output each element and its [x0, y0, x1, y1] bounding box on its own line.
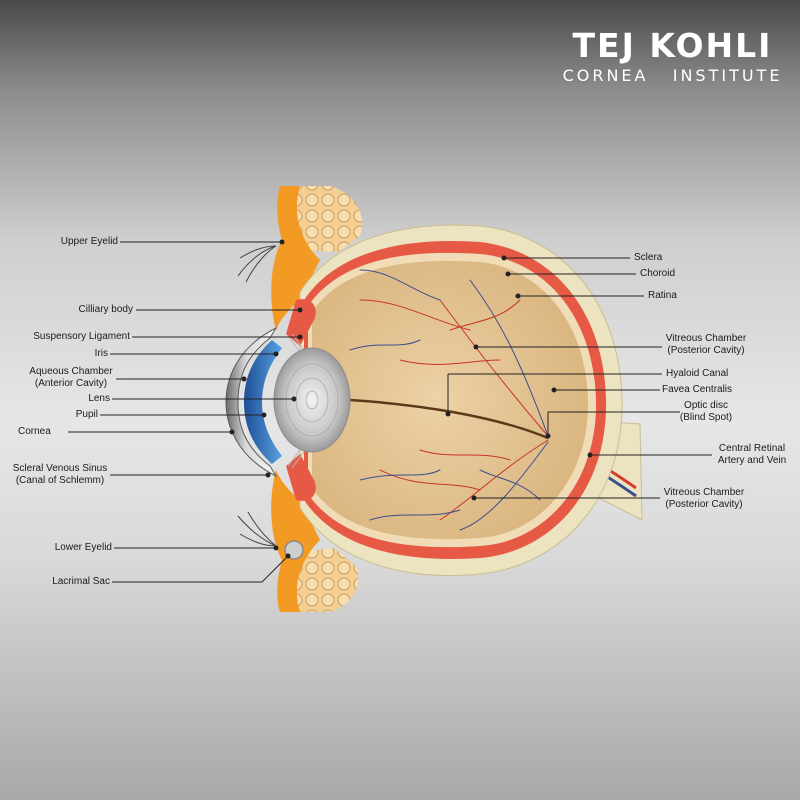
upper-orbital-bone — [285, 186, 363, 252]
upper-eyelid-shape — [271, 186, 320, 330]
label-scleral-venous-sinus-sub: (Canal of Schlemm) — [15, 475, 105, 486]
label-scleral-venous-sinus: Scleral Venous Sinus — [12, 463, 108, 474]
label-suspensory-ligament: Suspensory Ligament — [33, 331, 130, 342]
hyaloid-canal-shape — [311, 396, 549, 440]
logo-title: TEJ KOHLI — [572, 26, 773, 65]
label-central-retinal-sub: Artery and Vein — [717, 455, 787, 466]
label-aqueous-chamber-sub: (Anterior Cavity) — [34, 378, 108, 389]
label-aqueous-chamber: Aqueous Chamber — [29, 366, 113, 377]
label-retina: Ratina — [648, 290, 677, 301]
label-optic-disc: Optic disc — [684, 400, 728, 411]
vitreous-body — [312, 260, 589, 540]
retinal-vessels — [349, 269, 549, 531]
label-fovea-centralis: Favea Centralis — [662, 384, 733, 395]
right-leader-lines — [445, 255, 712, 501]
label-central-retinal: Central Retinal — [718, 443, 786, 454]
lower-eyelashes — [237, 511, 277, 547]
label-vitreous-chamber-lower-sub: (Posterior Cavity) — [665, 499, 743, 510]
label-vitreous-chamber-upper-sub: (Posterior Cavity) — [667, 345, 745, 356]
label-vitreous-chamber-upper: Vitreous Chamber — [665, 333, 747, 344]
label-vitreous-chamber-lower: Vitreous Chamber — [663, 487, 745, 498]
label-sclera: Sclera — [634, 252, 663, 263]
upper-eyelashes — [237, 245, 277, 283]
label-ciliary-body: Cilliary body — [78, 304, 133, 315]
cornea-shape — [225, 326, 278, 478]
label-pupil: Pupil — [75, 409, 98, 420]
left-leader-lines — [68, 239, 303, 583]
label-iris: Iris — [94, 348, 108, 359]
ciliary-body-upper — [286, 299, 316, 346]
label-optic-disc-sub: (Blind Spot) — [679, 412, 733, 423]
label-lens: Lens — [88, 393, 110, 404]
lower-orbital-bone — [286, 548, 359, 612]
lens-shape — [273, 347, 351, 453]
label-choroid: Choroid — [640, 268, 676, 279]
label-lacrimal-sac: Lacrimal Sac — [52, 576, 110, 587]
label-upper-eyelid: Upper Eyelid — [60, 236, 118, 247]
label-lower-eyelid: Lower Eyelid — [54, 542, 112, 553]
iris-shape — [244, 340, 282, 464]
logo-subtitle: CORNEA INSTITUTE — [562, 66, 783, 85]
label-cornea: Cornea — [18, 426, 51, 437]
label-hyaloid-canal: Hyaloid Canal — [666, 368, 729, 379]
